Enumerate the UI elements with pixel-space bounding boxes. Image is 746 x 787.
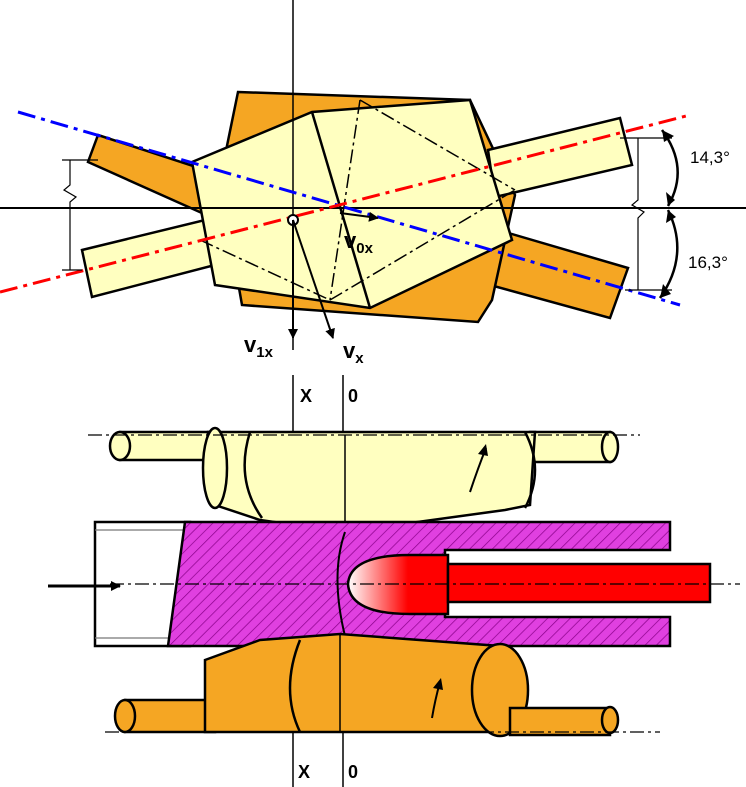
angle-arrow-lower-2	[660, 284, 671, 298]
lower-roll-shaft-right	[488, 230, 630, 320]
upper-roll-shaft-left	[80, 218, 217, 299]
roll-seam-line	[310, 111, 372, 309]
angle-arrow-upper-2	[662, 130, 674, 142]
angle-label-upper: 14,3°	[690, 148, 730, 167]
v0x-label: v0x	[344, 228, 374, 257]
top-view: 14,3° 16,3° v0x v1x vx	[0, 0, 746, 367]
side-view: X 0 X 0	[48, 375, 740, 787]
left-dimension	[62, 159, 98, 271]
angle-arrow-upper	[666, 192, 675, 206]
red-roll-axis	[0, 113, 691, 294]
upper-rotation-head	[478, 444, 488, 456]
mandrel	[346, 553, 712, 616]
vx-vector	[292, 219, 335, 339]
v1x-label: v1x	[244, 332, 274, 361]
upper-roll-shaft-right	[486, 116, 634, 199]
v0x-vector	[339, 211, 379, 222]
angle-arc-lower	[658, 209, 679, 299]
angle-label-lower: 16,3°	[688, 253, 728, 272]
axis-x-label-bottom: X	[298, 762, 310, 782]
axis-0-label-bottom: 0	[348, 762, 358, 782]
vx-label: vx	[343, 338, 364, 367]
axis-x-label-top: X	[300, 386, 312, 406]
angle-arrow-lower	[666, 210, 676, 223]
blue-roll-axis	[17, 110, 681, 307]
upper-roll	[108, 426, 620, 534]
lower-rotation-head	[433, 678, 443, 690]
axis-0-label-top: 0	[348, 386, 358, 406]
lower-roll	[113, 632, 620, 738]
